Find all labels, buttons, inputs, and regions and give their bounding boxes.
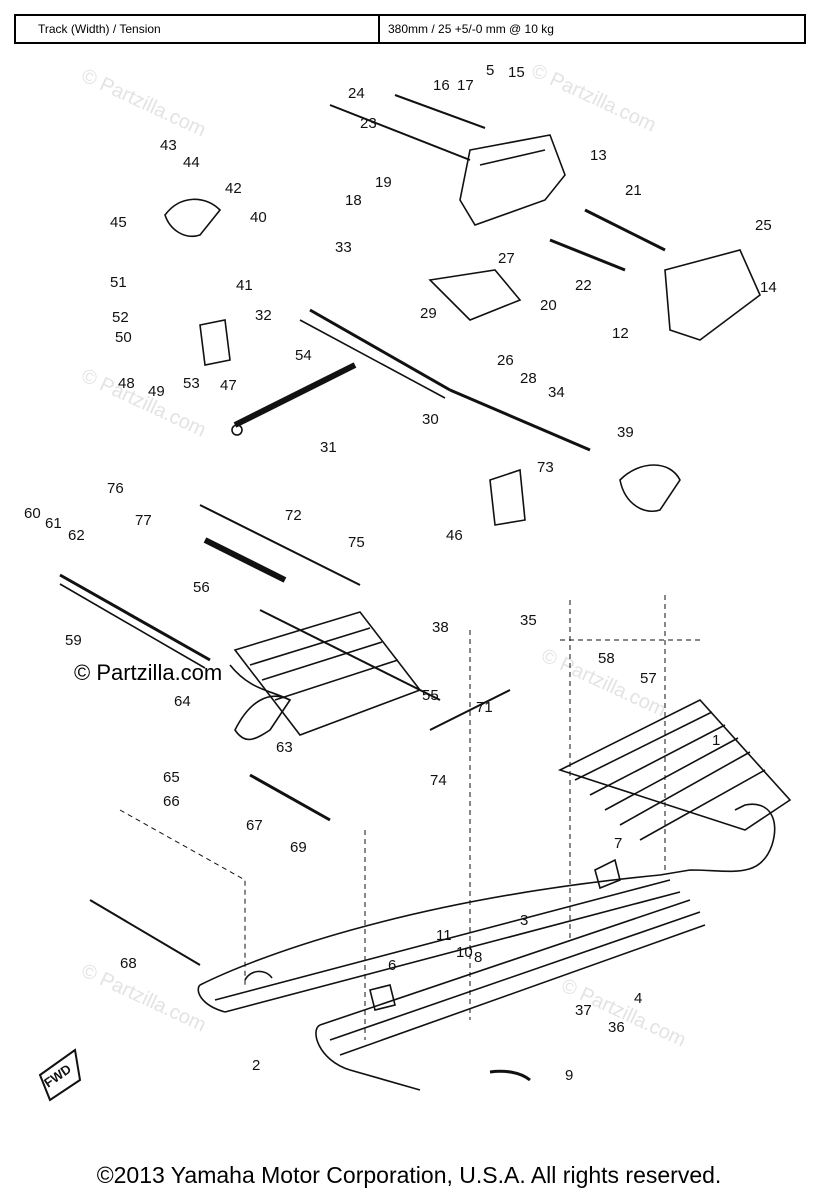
- callout-label: 63: [276, 739, 293, 756]
- callout-label: 16: [433, 77, 450, 94]
- callout-label: 75: [348, 534, 365, 551]
- callout-label: 54: [295, 347, 312, 364]
- callout-label: 29: [420, 305, 437, 322]
- copyright-footer: ©2013 Yamaha Motor Corporation, U.S.A. A…: [96, 1162, 722, 1188]
- watermark: © Partzilla.com: [78, 65, 209, 142]
- callout-label: 4: [634, 990, 642, 1007]
- callout-label: 50: [115, 329, 132, 346]
- exploded-parts-diagram: © Partzilla.com © Partzilla.com © Partzi…: [24, 60, 792, 1102]
- callout-label: 24: [348, 85, 365, 102]
- callout-label: 6: [388, 957, 396, 974]
- track-outline: [199, 803, 776, 986]
- callout-label: 40: [250, 209, 267, 226]
- callout-label: 23: [360, 115, 377, 132]
- callout-label: 60: [24, 505, 41, 522]
- callout-label: 20: [540, 297, 557, 314]
- callout-label: 28: [520, 370, 537, 387]
- callout-label: 66: [163, 793, 180, 810]
- callout-label: 68: [120, 955, 137, 972]
- callout-label: 47: [220, 377, 237, 394]
- callout-label: 37: [575, 1002, 592, 1019]
- callout-label: 69: [290, 839, 307, 856]
- callout-label: 26: [497, 352, 514, 369]
- bracket-12: [664, 249, 761, 341]
- callout-label: 46: [446, 527, 463, 544]
- watermark-main: © Partzilla.com: [74, 660, 223, 685]
- callout-label: 59: [65, 632, 82, 649]
- callout-numbers: 1 2 3 4 5 6 7 8 9 10 11 12 13 14 15 16 1…: [24, 62, 777, 1084]
- callout-label: 17: [457, 77, 474, 94]
- bracket-13: [459, 134, 566, 226]
- callout-label: 49: [148, 383, 165, 400]
- callout-label: 27: [498, 250, 515, 267]
- callout-label: 55: [422, 687, 439, 704]
- callout-label: 11: [436, 927, 452, 944]
- callout-label: 18: [345, 192, 362, 209]
- fwd-label: FWD: [41, 1061, 74, 1090]
- callout-label: 42: [225, 180, 242, 197]
- callout-label: 74: [430, 772, 447, 789]
- callout-label: 22: [575, 277, 592, 294]
- callout-label: 51: [110, 274, 127, 291]
- callout-label: 34: [548, 384, 565, 401]
- watermark: © Partzilla.com: [528, 60, 659, 137]
- callout-label: 3: [520, 912, 528, 929]
- arm-42: [164, 198, 222, 237]
- callout-label: 1: [712, 732, 720, 749]
- callout-label: 9: [565, 1067, 573, 1084]
- callout-label: 31: [320, 439, 337, 456]
- callout-label: 44: [183, 154, 200, 171]
- callout-label: 72: [285, 507, 302, 524]
- callout-label: 53: [183, 375, 200, 392]
- callout-label: 2: [252, 1057, 260, 1074]
- callout-label: 57: [640, 670, 657, 687]
- callout-label: 39: [617, 424, 634, 441]
- callout-label: 25: [755, 217, 772, 234]
- callout-label: 10: [456, 944, 473, 961]
- callout-label: 43: [160, 137, 177, 154]
- callout-label: 35: [520, 612, 537, 629]
- callout-label: 71: [476, 699, 493, 716]
- callout-label: 56: [193, 579, 210, 596]
- callout-label: 14: [760, 279, 777, 296]
- callout-label: 38: [432, 619, 449, 636]
- callout-label: 15: [508, 64, 525, 81]
- callout-label: 65: [163, 769, 180, 786]
- callout-label: 21: [625, 182, 642, 199]
- callout-label: 77: [135, 512, 152, 529]
- spec-value: 380mm / 25 +5/-0 mm @ 10 kg: [388, 22, 554, 36]
- callout-label: 32: [255, 307, 272, 324]
- callout-label: 73: [537, 459, 554, 476]
- callout-label: 61: [45, 515, 62, 532]
- callout-label: 36: [608, 1019, 625, 1036]
- callout-label: 48: [118, 375, 135, 392]
- spec-label: Track (Width) / Tension: [16, 16, 380, 42]
- callout-label: 76: [107, 480, 124, 497]
- track-belt: [557, 699, 792, 831]
- callout-label: 67: [246, 817, 263, 834]
- callout-label: 45: [110, 214, 127, 231]
- watermark: © Partzilla.com: [78, 960, 209, 1037]
- callout-label: 33: [335, 239, 352, 256]
- spec-table: Track (Width) / Tension 380mm / 25 +5/-0…: [14, 14, 806, 44]
- callout-label: 19: [375, 174, 392, 191]
- parts-linework: [38, 94, 792, 1102]
- callout-label: 30: [422, 411, 439, 428]
- callout-label: 12: [612, 325, 629, 342]
- callout-label: 58: [598, 650, 615, 667]
- callout-label: 13: [590, 147, 607, 164]
- callout-label: 7: [614, 835, 622, 852]
- callout-label: 62: [68, 527, 85, 544]
- callout-label: 5: [486, 62, 494, 79]
- callout-label: 41: [236, 277, 253, 294]
- callout-label: 52: [112, 309, 129, 326]
- callout-label: 8: [474, 949, 482, 966]
- callout-label: 64: [174, 693, 191, 710]
- watermark-group: © Partzilla.com © Partzilla.com © Partzi…: [78, 60, 689, 1052]
